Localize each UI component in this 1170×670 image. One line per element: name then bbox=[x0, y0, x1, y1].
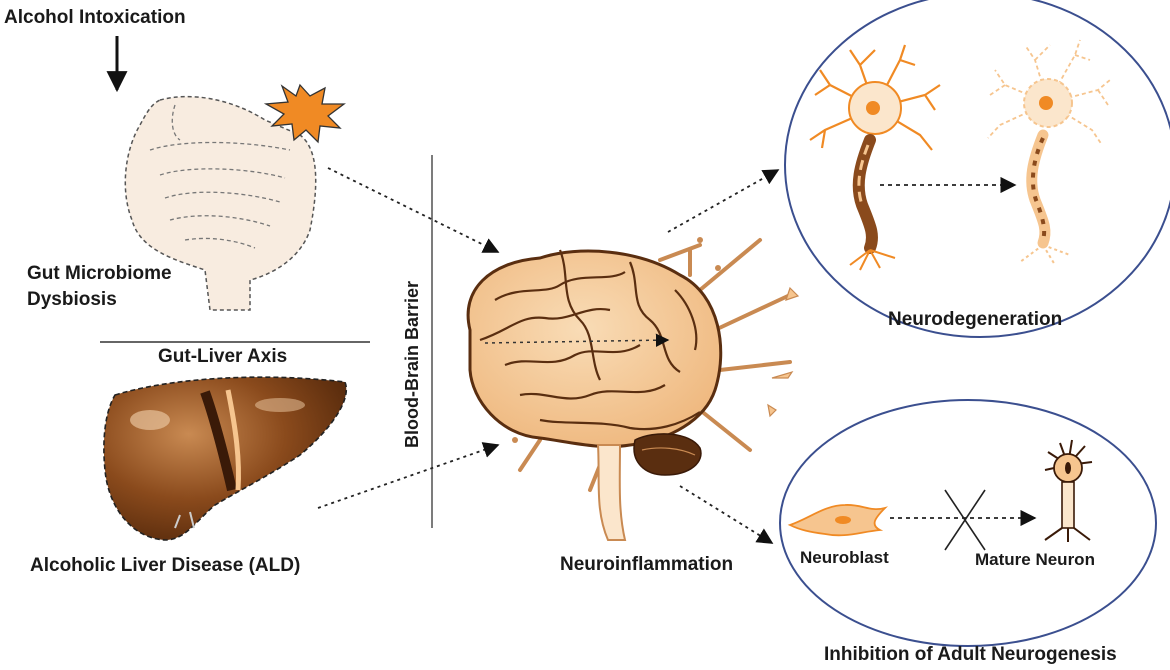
liver-icon bbox=[103, 376, 348, 541]
neurodegeneration-label: Neurodegeneration bbox=[888, 309, 1063, 330]
liver-to-brain-arrow bbox=[317, 442, 500, 509]
neuroblast-icon bbox=[787, 504, 889, 537]
gut-to-brain-arrow bbox=[327, 167, 500, 253]
brain-icon bbox=[466, 237, 800, 541]
inhibition-neurogenesis-label: Inhibition of Adult Neurogenesis bbox=[824, 644, 1117, 665]
gut-liver-axis-label: Gut-Liver Axis bbox=[158, 346, 288, 367]
degenerating-neuron-icon bbox=[987, 39, 1111, 266]
brain-to-neurodegeneration-arrow bbox=[667, 169, 780, 233]
neurogenesis-circle bbox=[779, 399, 1157, 647]
neuroblast-label: Neuroblast bbox=[800, 548, 889, 567]
neuron-icon bbox=[809, 44, 941, 271]
brain-to-neurogenesis-arrow bbox=[679, 485, 774, 544]
blood-brain-barrier-label: Blood-Brain Barrier bbox=[402, 280, 422, 448]
neurodegeneration-circle bbox=[784, 0, 1170, 338]
intestine-icon bbox=[124, 95, 317, 311]
gut-microbiome-label-line1: Gut Microbiome bbox=[27, 263, 172, 284]
block-x-icon bbox=[944, 489, 986, 551]
starburst-icon bbox=[263, 83, 346, 144]
gut-microbiome-label-line2: Dysbiosis bbox=[27, 289, 117, 310]
mature-neuron-icon bbox=[1044, 439, 1093, 542]
neuroinflammation-label: Neuroinflammation bbox=[560, 554, 734, 575]
ald-label: Alcoholic Liver Disease (ALD) bbox=[30, 555, 301, 576]
mature-neuron-label: Mature Neuron bbox=[975, 550, 1095, 569]
alcohol-intoxication-label: Alcohol Intoxication bbox=[4, 7, 186, 28]
